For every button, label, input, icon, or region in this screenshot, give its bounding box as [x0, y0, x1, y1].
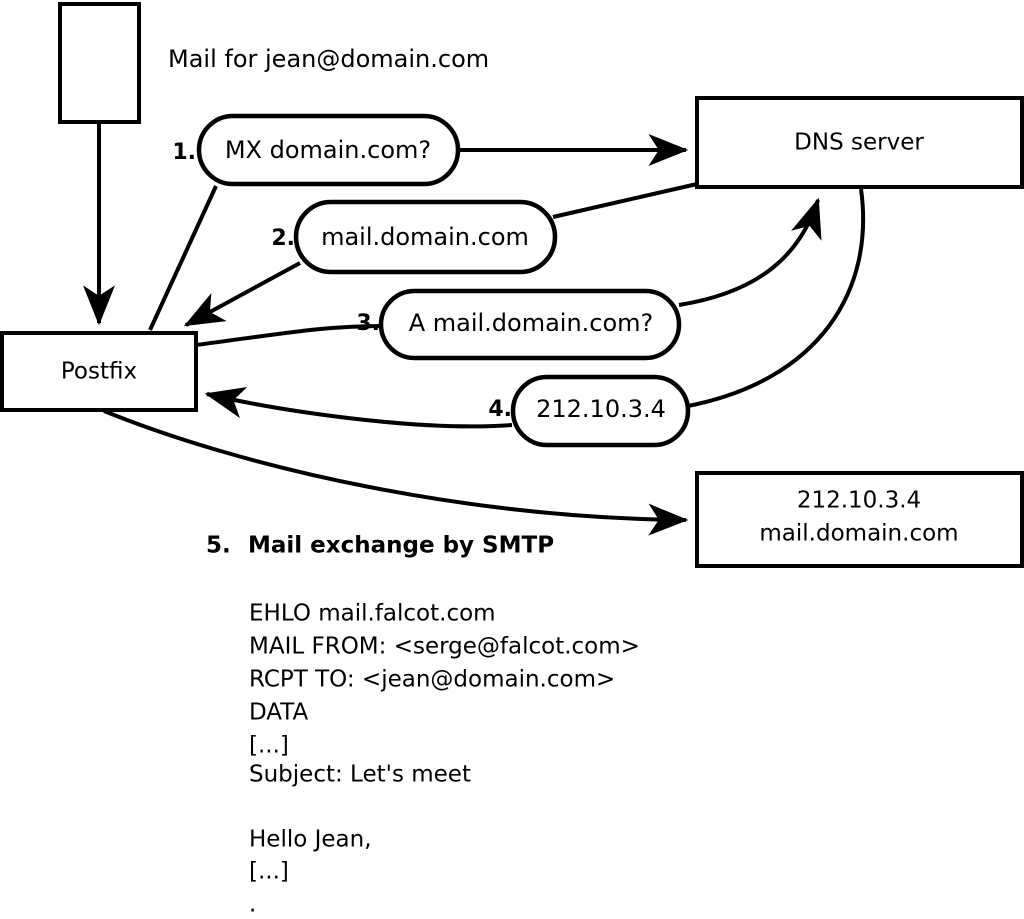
edge-step4-to-postfix [204, 386, 513, 429]
step-5-number: 5. [206, 533, 231, 559]
step-3-bubble[interactable] [378, 288, 682, 361]
edge-step1-to-postfix [148, 185, 218, 331]
transcript-line-2: RCPT TO: <jean@domain.com> [249, 667, 615, 693]
transcript-line-3: DATA [249, 700, 309, 726]
step-4-bubble[interactable] [510, 374, 691, 448]
transcript-line-1: MAIL FROM: <serge@falcot.com> [249, 634, 640, 660]
edge-step2-to-postfix [183, 261, 301, 327]
target-server-line2: mail.domain.com [759, 521, 958, 547]
postfix-label: Postfix [61, 359, 137, 385]
step-1-number: 1. [172, 140, 196, 165]
target-server-box[interactable] [695, 471, 1024, 568]
transcript-line-5: Subject: Let's meet [249, 762, 471, 788]
dns-server-label: DNS server [794, 130, 924, 156]
edge-dns-to-step2 [552, 182, 698, 219]
step-4-label: 212.10.3.4 [536, 395, 666, 423]
step-2-label: mail.domain.com [321, 223, 529, 251]
transcript-line-8: [...] [249, 859, 289, 885]
client-box[interactable] [58, 2, 141, 124]
title-caption: Mail for jean@domain.com [168, 45, 489, 73]
step-2-number: 2. [271, 226, 295, 251]
transcript-line-0: EHLO mail.falcot.com [249, 601, 496, 627]
transcript-line-9: . [249, 892, 256, 918]
step-2-bubble[interactable] [293, 199, 558, 275]
transcript-line-4: [...] [249, 733, 289, 759]
edge-step3-to-dns [678, 197, 822, 307]
transcript-line-7: Hello Jean, [249, 827, 372, 853]
postfix-box[interactable] [0, 331, 198, 412]
step-3-number: 3. [356, 311, 380, 336]
edge-postfix-to-step3 [195, 324, 384, 347]
step-1-label: MX domain.com? [225, 136, 431, 164]
step-3-label: A mail.domain.com? [409, 309, 654, 337]
dns-server-box[interactable] [695, 96, 1024, 189]
edge-dns-to-step4 [687, 188, 866, 408]
target-server-line1: 212.10.3.4 [797, 488, 921, 514]
step-5-label: Mail exchange by SMTP [248, 533, 554, 559]
step-4-number: 4. [488, 397, 512, 422]
edge-postfix-to-target [103, 409, 689, 536]
step-1-bubble[interactable] [196, 113, 461, 187]
